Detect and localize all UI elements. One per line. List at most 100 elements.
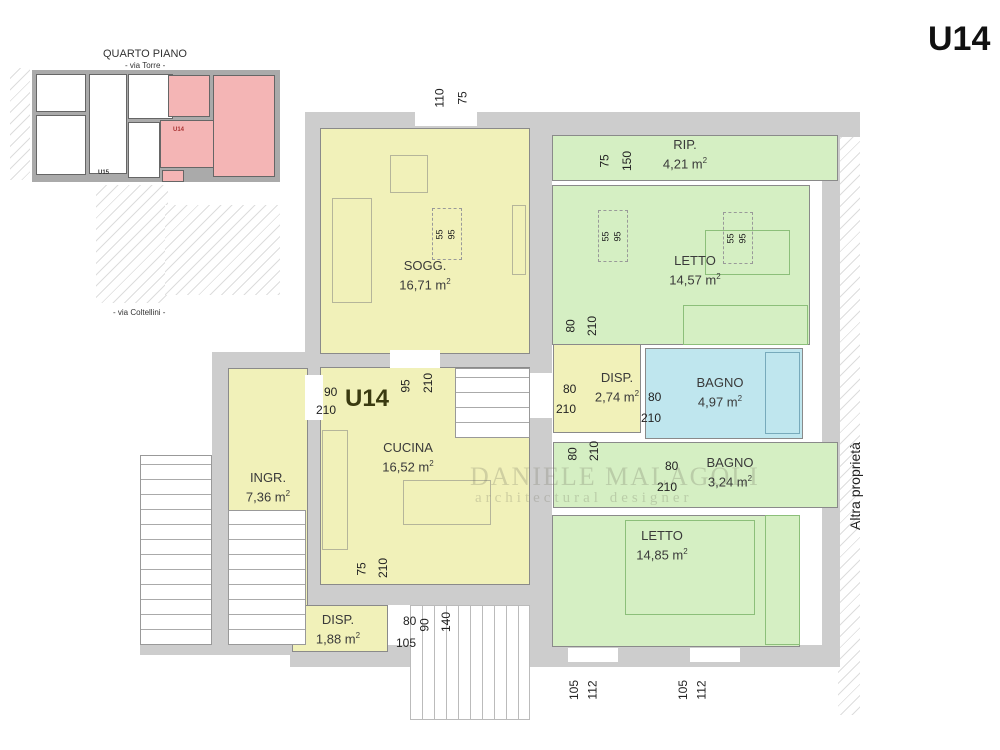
room-area: 16,71 m: [399, 277, 447, 293]
dim: 95: [398, 379, 413, 393]
dim: 210: [316, 403, 337, 417]
wardrobe: [765, 515, 800, 645]
dim: 105: [567, 679, 582, 701]
room-ripostiglio: [552, 135, 838, 181]
room-area: 16,52 m: [382, 459, 430, 475]
wardrobe: [683, 305, 808, 345]
armchair: [390, 155, 428, 193]
dim: 80: [563, 319, 578, 333]
dim: 112: [694, 680, 709, 700]
kitchen-counter: [322, 430, 348, 550]
skylight: [723, 212, 753, 264]
label-ripostiglio: RIP. 4,21 m2: [635, 137, 735, 172]
room-name: CUCINA: [383, 440, 433, 455]
label-ingresso: INGR.7,36 m2: [230, 470, 306, 505]
mini-room: [36, 115, 86, 175]
room-area: 1,88 m: [315, 631, 356, 647]
wall: [822, 112, 840, 667]
mini-room: [89, 74, 127, 174]
room-area: 4,97 m: [697, 394, 738, 410]
room-name: LETTO: [641, 528, 683, 543]
mini-room-u14: [162, 170, 184, 182]
unit-label: U14: [345, 385, 390, 412]
room-disp-1: [553, 344, 641, 433]
staircase-internal: [455, 368, 530, 438]
dim: 55: [434, 229, 445, 240]
room-name: INGR.: [249, 470, 287, 485]
mini-room-u14: [213, 75, 275, 177]
key-plan-street-bottom: - via Coltellini -: [113, 308, 166, 317]
dim: 105: [396, 636, 417, 650]
area-unit-exponent: 2: [702, 156, 708, 165]
entry-door-opening: [305, 375, 323, 420]
label-soggiorno: SOGG. 16,71 m2: [375, 258, 475, 293]
window: [568, 648, 618, 662]
wall: [212, 352, 312, 368]
mini-room: [36, 74, 86, 112]
area-unit-exponent: 2: [737, 394, 743, 403]
mini-room-u14: [160, 120, 215, 168]
mini-room-u14: [168, 75, 210, 117]
label-bagno-1: BAGNO 4,97 m2: [675, 375, 765, 410]
room-disp-2: [292, 605, 388, 652]
dim: 95: [737, 233, 748, 244]
area-unit-exponent: 2: [446, 277, 451, 286]
area-unit-exponent: 2: [355, 631, 361, 640]
room-letto-1: [552, 185, 810, 345]
dim: 80: [648, 390, 662, 404]
dim: 140: [439, 611, 454, 633]
dim: 150: [620, 150, 635, 172]
area-unit-exponent: 2: [683, 547, 688, 556]
area-unit-exponent: 2: [429, 459, 434, 468]
disp-door-opening: [530, 373, 553, 418]
room-area: 2,74 m: [594, 389, 635, 405]
room-name: SOGG.: [403, 258, 447, 273]
key-plan: QUARTO PIANO - via Torre - U14 U15 - via…: [10, 40, 282, 320]
dim: 80: [403, 614, 417, 628]
dim: 210: [376, 557, 391, 579]
window: [415, 112, 477, 126]
neighbor-hatch-right: [165, 205, 280, 295]
unit-title: U14: [928, 20, 991, 58]
label-disp-2: DISP. 1,88 m2: [298, 612, 378, 647]
dim: 80: [565, 447, 580, 461]
balcony: [410, 605, 530, 720]
bed: [705, 230, 790, 275]
room-bagno-1: [645, 348, 803, 439]
room-name: RIP.: [673, 137, 697, 152]
dim: 90: [324, 385, 338, 399]
key-plan-u15: U15: [98, 170, 110, 176]
area-unit-exponent: 2: [747, 474, 753, 483]
dim: 55: [600, 231, 611, 242]
room-letto-2: [552, 515, 800, 647]
neighbor-hatch-left: [10, 68, 30, 180]
room-area: 3,24 m: [707, 474, 748, 490]
key-plan-street-top: - via Torre -: [125, 61, 166, 70]
dim: 210: [657, 480, 678, 494]
cucina-door-opening: [390, 350, 440, 368]
mini-room: [128, 122, 160, 178]
dim: 210: [587, 440, 602, 462]
wall: [285, 585, 535, 605]
wall: [212, 352, 230, 652]
dim: 75: [354, 562, 369, 576]
dim: 210: [585, 315, 600, 337]
dim: 210: [556, 402, 577, 416]
dim: 210: [641, 411, 662, 425]
skylight: [432, 208, 462, 260]
room-name: DISP.: [321, 612, 355, 627]
dim: 95: [612, 231, 623, 242]
room-name: BAGNO: [696, 375, 744, 390]
key-plan-u14: U14: [173, 127, 185, 133]
dim: 80: [665, 459, 679, 473]
room-name: LETTO: [674, 253, 716, 268]
skylight: [598, 210, 628, 262]
room-name: DISP.: [600, 370, 634, 385]
tv-unit: [512, 205, 526, 275]
room-area: 4,21 m: [662, 156, 703, 172]
neighbor-property-hatch: [838, 130, 860, 715]
bathtub: [765, 352, 800, 434]
bed: [625, 520, 755, 615]
